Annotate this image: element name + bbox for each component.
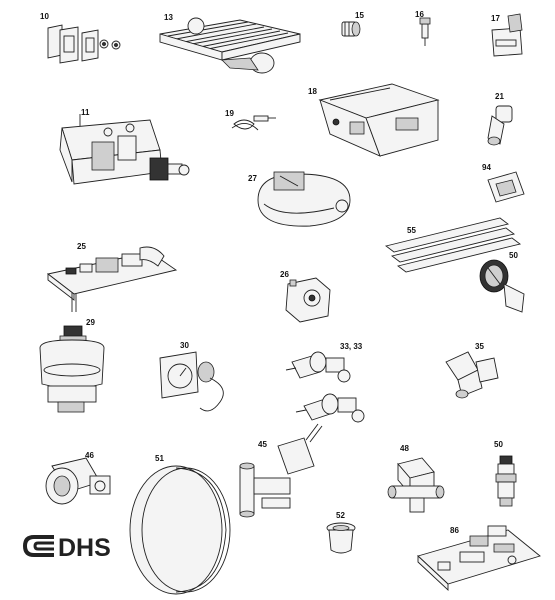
part-25-pcb <box>46 246 178 312</box>
label-33: 33, 33 <box>340 342 363 351</box>
label-86: 86 <box>450 526 459 535</box>
part-16-electrode <box>419 17 431 46</box>
part-18-combustion-chamber <box>318 83 440 157</box>
part-55-burner-bars <box>384 217 522 273</box>
label-50-top: 50 <box>509 251 518 260</box>
part-48-diverter-valve <box>387 457 445 513</box>
part-27-fan <box>257 171 351 227</box>
part-15-nipple <box>341 21 361 37</box>
label-11: 11 <box>81 108 90 117</box>
label-27: 27 <box>248 174 257 183</box>
part-94-switch <box>487 171 525 203</box>
part-11-gas-valve <box>59 114 190 185</box>
part-13-burner <box>159 17 301 74</box>
part-50-cartridge <box>495 455 517 507</box>
label-35: 35 <box>475 342 484 351</box>
part-26-pressure-switch <box>285 277 331 323</box>
part-45-flow-valve <box>239 423 323 518</box>
label-46: 46 <box>85 451 94 460</box>
label-52: 52 <box>336 511 345 520</box>
part-19-thermistor <box>231 115 276 131</box>
label-18: 18 <box>308 87 317 96</box>
part-29-air-vent <box>39 325 105 413</box>
label-16: 16 <box>415 10 424 19</box>
part-86-pcb <box>417 525 541 592</box>
label-50-bottom: 50 <box>494 440 503 449</box>
part-10-gasket-set <box>47 24 121 64</box>
part-30-pressure-gauge <box>159 351 224 412</box>
label-15: 15 <box>355 11 364 20</box>
label-51: 51 <box>155 454 164 463</box>
part-17-connector <box>491 13 523 57</box>
label-21: 21 <box>495 92 504 101</box>
part-51-expansion-vessel <box>129 465 231 595</box>
label-55: 55 <box>407 226 416 235</box>
dhs-logo: DHS <box>22 534 111 562</box>
label-94: 94 <box>482 163 491 172</box>
label-29: 29 <box>86 318 95 327</box>
label-17: 17 <box>491 14 500 23</box>
label-30: 30 <box>180 341 189 350</box>
logo-text: DHS <box>58 534 111 562</box>
label-10: 10 <box>40 12 49 21</box>
part-33-sensors <box>285 351 365 423</box>
part-35-elbow-fitting <box>445 351 499 399</box>
label-25: 25 <box>77 242 86 251</box>
label-19: 19 <box>225 109 234 118</box>
label-26: 26 <box>280 270 289 279</box>
label-45: 45 <box>258 440 267 449</box>
part-50-rotary-knob <box>479 259 525 313</box>
part-21-control-knob <box>487 105 513 146</box>
part-46-pump <box>45 457 111 505</box>
part-52-cap <box>326 522 356 554</box>
label-13: 13 <box>164 13 173 22</box>
label-48: 48 <box>400 444 409 453</box>
